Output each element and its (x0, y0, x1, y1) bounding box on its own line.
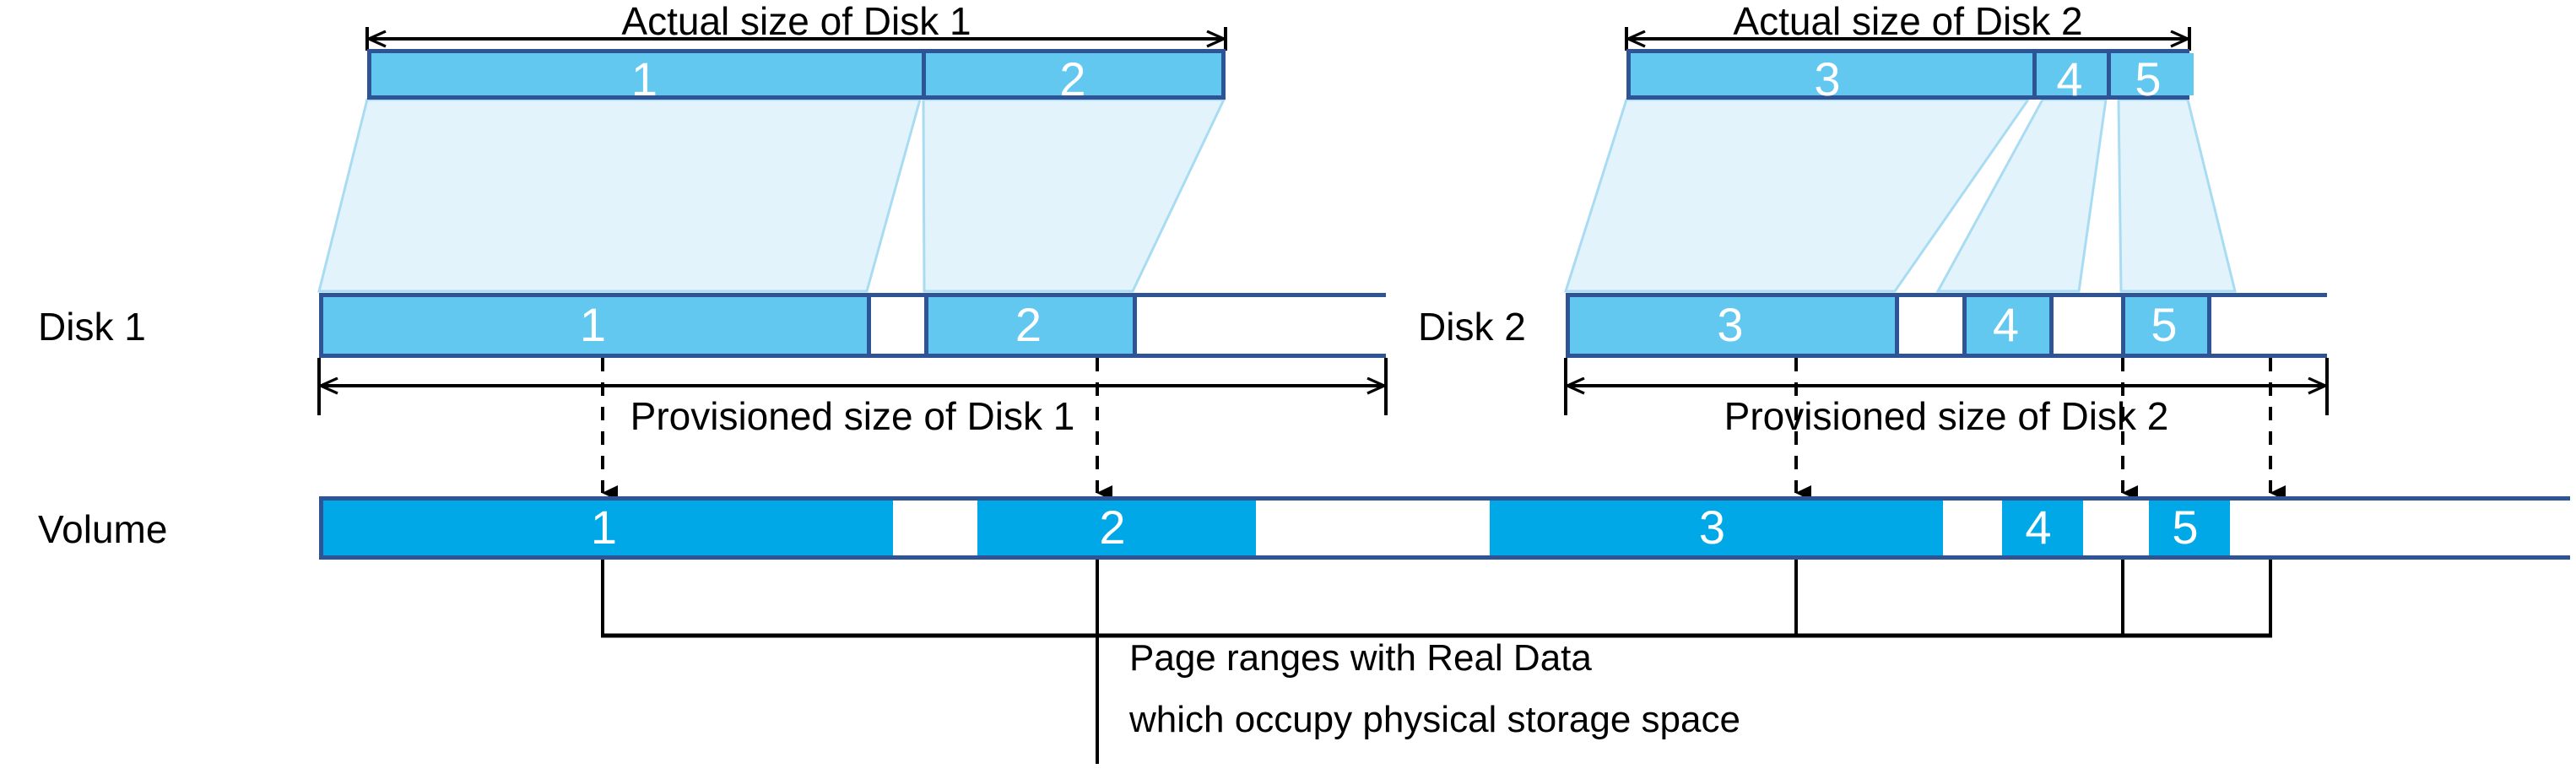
disk1-provisioned-segment-1[interactable] (323, 297, 871, 354)
projection-fan-disk2 (1563, 98, 2237, 293)
disk2-provisioned-segment-5[interactable] (2125, 297, 2211, 354)
projection-fan-disk1 (317, 98, 1226, 293)
row-label-disk2: Disk 2 (1418, 305, 1526, 349)
actual-size-disk1-dimension (365, 27, 1227, 51)
label-actual-size-disk1: Actual size of Disk 1 (621, 0, 971, 43)
volume-segment-5[interactable] (2149, 501, 2230, 555)
disk2-provisioned-segment-4[interactable] (1967, 297, 2054, 354)
disk2-provisioned-bar (1566, 293, 2331, 358)
label-actual-size-disk2: Actual size of Disk 2 (1733, 0, 2083, 43)
disk1-provisioned-segment-2[interactable] (928, 297, 1137, 354)
label-provisioned-size-disk1: Provisioned size of Disk 1 (630, 394, 1075, 438)
volume-bar (319, 496, 2574, 560)
disk1-actual-bar (367, 49, 1226, 100)
disk2-actual-segment-5[interactable] (2111, 53, 2194, 95)
volume-segment-3[interactable] (1490, 501, 1943, 555)
row-label-volume: Volume (38, 507, 168, 551)
volume-gap-3 (1943, 501, 2002, 555)
disk1-provisioned-bar (319, 293, 1390, 358)
disk1-actual-segment-2[interactable] (926, 53, 1221, 95)
disk2-provisioned-segment-3[interactable] (1570, 297, 1899, 354)
volume-segment-1[interactable] (323, 501, 893, 555)
volume-gap-2 (1256, 501, 1490, 555)
label-provisioned-size-disk2: Provisioned size of Disk 2 (1724, 394, 2169, 438)
disk2-actual-bar (1626, 49, 2194, 100)
actual-size-disk2-dimension (1625, 27, 2191, 51)
volume-gap-1 (893, 501, 977, 555)
disk2-actual-segment-3[interactable] (1631, 53, 2037, 95)
volume-segment-2[interactable] (977, 501, 1256, 555)
provisioned-size-disk1-dimension (317, 358, 1388, 415)
row-label-disk1: Disk 1 (38, 305, 146, 349)
disk2-actual-segment-4[interactable] (2037, 53, 2111, 95)
disk2-provisioned-gap-1 (1899, 297, 1967, 354)
disk1-provisioned-gap-2 (1137, 297, 1390, 354)
annotation-line-2: which occupy physical storage space (1129, 699, 1740, 740)
volume-gap-5 (2230, 501, 2574, 555)
provisioned-size-disk2-dimension (1564, 358, 2329, 415)
real-data-bracket (601, 560, 2272, 764)
volume-gap-4 (2083, 501, 2149, 555)
disk1-actual-segment-1[interactable] (371, 53, 926, 95)
volume-segment-4[interactable] (2002, 501, 2083, 555)
disk2-provisioned-gap-3 (2211, 297, 2331, 354)
disk1-provisioned-gap-1 (871, 297, 928, 354)
disk2-provisioned-gap-2 (2054, 297, 2125, 354)
annotation-line-1: Page ranges with Real Data (1129, 637, 1592, 679)
